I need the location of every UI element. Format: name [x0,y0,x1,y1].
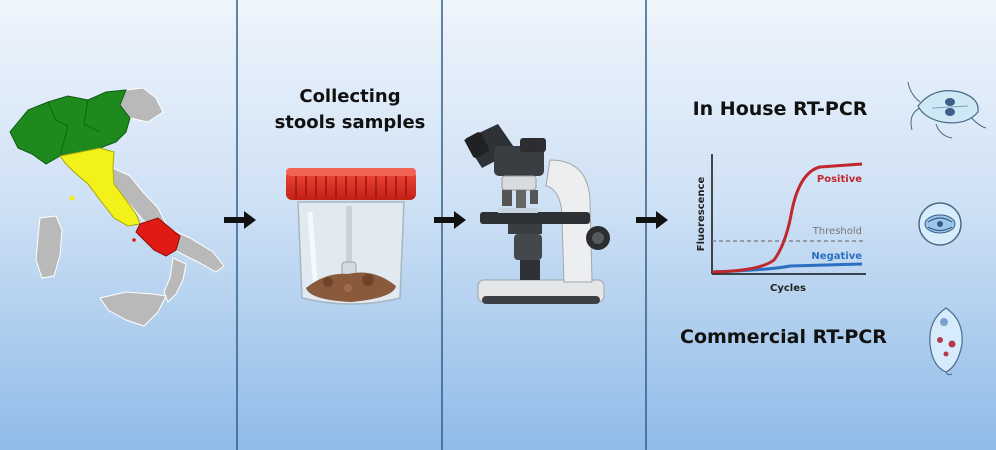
map-island-elba [69,195,75,201]
commercial-rtpcr-heading: Commercial RT-PCR [680,326,887,348]
positive-label: Positive [817,174,862,185]
cryptosporidium-icon [918,202,962,246]
map-region-center [59,147,141,227]
negative-label: Negative [811,251,862,262]
map-region-north [9,89,131,165]
arrow-right-icon [636,211,668,229]
in-house-rtpcr-heading: In House RT-PCR [692,98,868,120]
map-region-north-detail [47,99,101,157]
collecting-heading: Collecting stools samples [260,84,440,136]
map-region-sardinia [35,215,63,279]
chart-y-label: Fluorescence [696,177,707,252]
positive-curve [711,162,863,274]
panel-divider-2 [441,0,443,450]
panel-divider-3 [645,0,647,450]
threshold-label: Threshold [812,226,862,237]
map-island-capri [132,238,136,242]
collecting-heading-line1: Collecting [299,86,401,107]
chart-x-label: Cycles [770,283,806,294]
panel-divider-1 [236,0,238,450]
collecting-heading-line2: stools samples [274,112,426,133]
microscope-icon [464,124,610,304]
arrow-right-icon [434,211,466,229]
map-region-south [135,217,181,257]
entamoeba-icon [929,307,963,376]
italy-map-icon [9,87,225,327]
stool-container-icon [286,168,416,305]
arrow-right-icon [224,211,256,229]
giardia-icon [907,81,987,139]
pcr-amplification-chart: Fluorescence Cycles Positive Threshold N… [696,154,866,294]
map-region-sicily [99,291,167,327]
map-region-calabria [163,257,187,303]
